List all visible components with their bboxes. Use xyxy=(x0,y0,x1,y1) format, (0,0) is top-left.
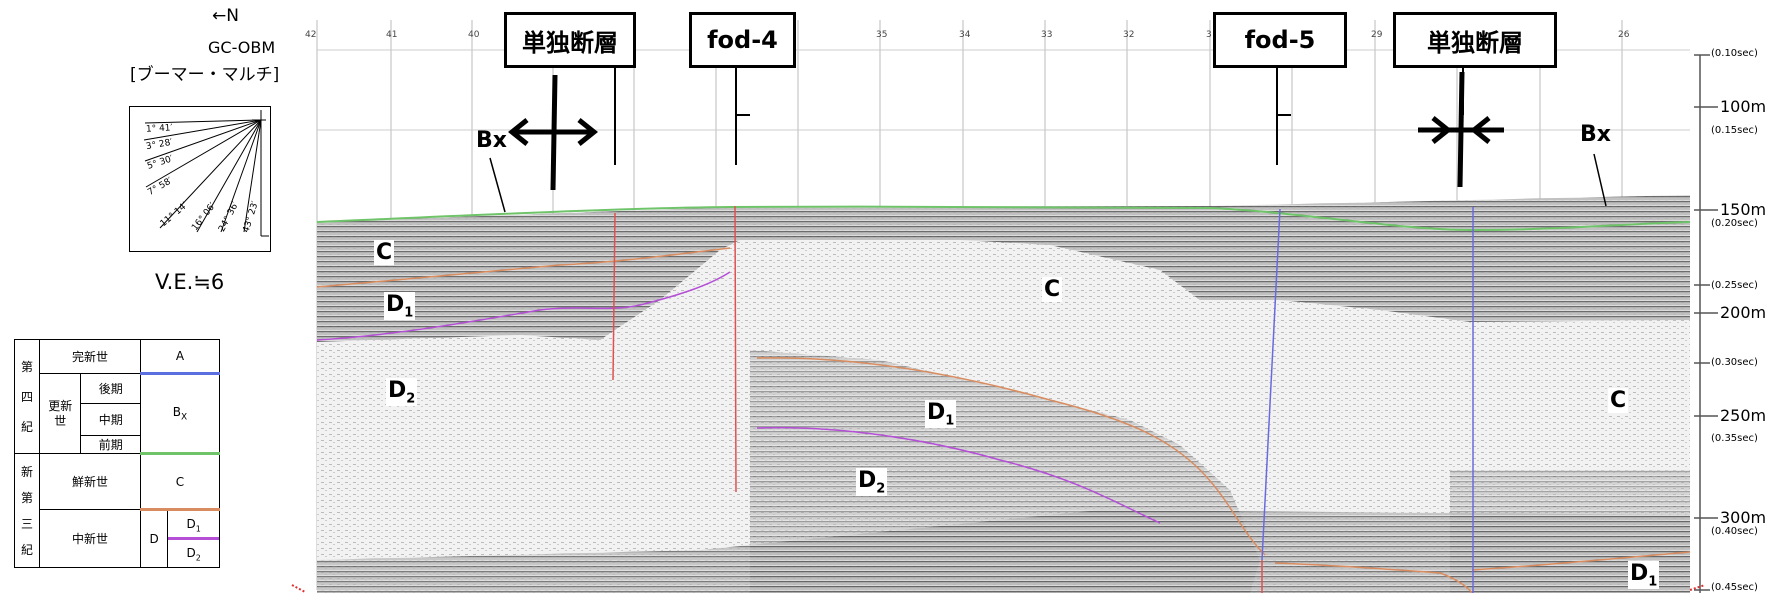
label-d1-mid: D1 xyxy=(925,400,957,429)
label-c-left: C xyxy=(374,240,395,265)
shot-tick: 33 xyxy=(1041,30,1053,40)
shot-tick: 42 xyxy=(305,30,317,40)
angle-fan xyxy=(143,110,269,237)
depth-sec-label: (0.25sec) xyxy=(1711,280,1758,291)
seismic-upper-reflectors xyxy=(317,195,1690,342)
bx-right-leader xyxy=(1593,153,1607,207)
period-neogene: 新 第 三 紀 xyxy=(14,453,40,568)
sub-middle: 中期 xyxy=(80,403,141,436)
seismic-bottom-band xyxy=(317,510,1690,593)
callout-single-fault-left: 単独断層 xyxy=(504,12,636,68)
callout-stems xyxy=(614,58,1464,165)
unit-d1: D1 xyxy=(168,511,219,540)
shot-tick: 41 xyxy=(386,30,398,40)
depth-label: 150m xyxy=(1720,200,1766,219)
label-bx-right: Bx xyxy=(1580,122,1611,147)
label-d2-mid: D2 xyxy=(856,468,888,497)
shot-tick: 40 xyxy=(468,30,480,40)
label-d1-left: D1 xyxy=(384,292,416,321)
angle-label: 1° 41′ xyxy=(145,123,173,135)
depth-label: 200m xyxy=(1720,303,1766,322)
label-d2-left: D2 xyxy=(386,378,418,407)
unit-a: A xyxy=(140,339,220,375)
stratigraphy-legend: 第 四 紀 完新世 A 更新 世 後期 BX 中期 前期 新 第 三 紀 鮮新世… xyxy=(14,339,220,568)
fault-line-fod4 xyxy=(734,205,737,493)
shot-tick: 3 xyxy=(1206,30,1212,40)
period-quaternary: 第 四 紀 xyxy=(14,339,40,454)
survey-line-name: GC-OBM xyxy=(208,38,276,57)
depth-sec-label: (0.35sec) xyxy=(1711,433,1758,444)
unit-d-subunits: D1 D2 xyxy=(167,509,220,568)
depth-label: 300m xyxy=(1720,508,1766,527)
depth-sec-label: (0.10sec) xyxy=(1711,48,1758,59)
depth-label: 250m xyxy=(1720,406,1766,425)
depth-sec-label: (0.40sec) xyxy=(1711,526,1758,537)
horizon-bx-base xyxy=(316,205,1691,232)
shot-tick: 32 xyxy=(1123,30,1135,40)
unit-bx: BX xyxy=(140,373,220,455)
fault-line-fod5 xyxy=(1261,208,1281,561)
label-c-right: C xyxy=(1608,388,1629,413)
horizon-c-base-center xyxy=(756,357,1266,556)
depth-sec-label: (0.45sec) xyxy=(1711,582,1758,593)
epoch-miocene: 中新世 xyxy=(39,509,141,568)
fault-line-left xyxy=(612,212,616,381)
shot-tick: 26 xyxy=(1618,30,1630,40)
label-c-mid: C xyxy=(1042,277,1063,302)
depth-sec-label: (0.15sec) xyxy=(1711,125,1758,136)
callout-fod5: fod-5 xyxy=(1213,12,1347,68)
north-indicator: ←N xyxy=(212,6,239,26)
horizon-c-base-right xyxy=(1274,562,1473,593)
epoch-pleistocene: 更新 世 xyxy=(38,373,82,454)
anticline-symbol xyxy=(507,74,599,191)
unit-d2: D2 xyxy=(186,546,201,563)
survey-method: [ブーマー・マルチ] xyxy=(130,65,280,85)
label-d1-right: D1 xyxy=(1628,561,1660,590)
shot-tick: 29 xyxy=(1371,30,1383,40)
unit-c: C xyxy=(140,453,220,511)
sub-late: 後期 xyxy=(80,373,141,404)
shot-tick: 34 xyxy=(959,30,971,40)
horizon-d1-base-left xyxy=(316,271,731,341)
section-bottom-mark-right xyxy=(1689,584,1706,591)
syncline-symbol xyxy=(1418,71,1504,188)
bx-left-leader xyxy=(489,157,506,213)
horizon-d1-base-center xyxy=(756,426,1161,524)
depth-label: 100m xyxy=(1720,97,1766,116)
depth-sec-label: (0.30sec) xyxy=(1711,357,1758,368)
dip-angle-legend xyxy=(129,106,271,252)
callout-fod4: fod-4 xyxy=(689,12,796,68)
vertical-exaggeration: V.E.≒6 xyxy=(155,270,225,294)
label-bx-left: Bx xyxy=(476,128,507,153)
depth-sec-label: (0.20sec) xyxy=(1711,218,1758,229)
epoch-holocene: 完新世 xyxy=(39,339,141,374)
callout-single-fault-right: 単独断層 xyxy=(1393,12,1557,68)
section-bottom-mark-left xyxy=(291,584,306,593)
epoch-pliocene: 鮮新世 xyxy=(39,453,141,510)
sub-early: 前期 xyxy=(80,435,141,454)
depth-axis-ticks xyxy=(1694,54,1718,591)
horizon-c-base-far-right xyxy=(1471,551,1691,571)
horizon-c-base-left xyxy=(316,247,731,288)
shot-tick: 35 xyxy=(876,30,888,40)
unit-d: D xyxy=(139,509,169,568)
